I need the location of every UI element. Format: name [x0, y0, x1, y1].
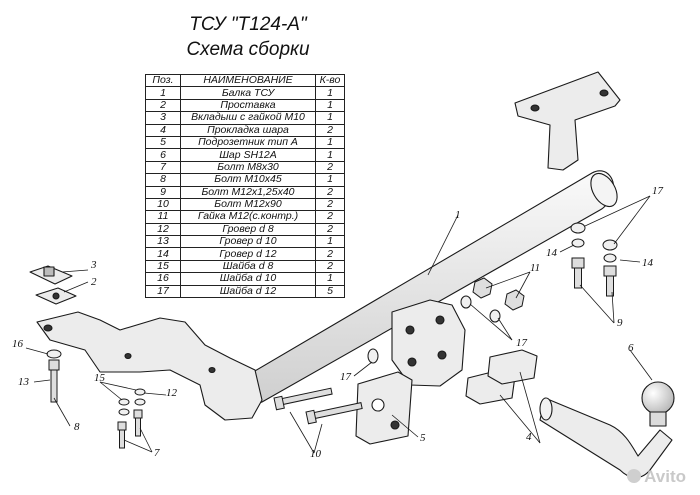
lock-washer-d12 — [603, 253, 617, 263]
row-qty: 2 — [315, 185, 345, 199]
lock-washer-d8 — [134, 388, 146, 396]
bolt-m12x1-25x40 — [571, 257, 585, 289]
row-name: Болт М12х1,25х40 — [180, 185, 316, 199]
callout-5: 5 — [420, 432, 426, 444]
bolt-m12x1-25x40 — [603, 265, 617, 297]
bracket-hole — [599, 89, 609, 97]
bolt-m12x90 — [305, 402, 363, 425]
row-name: Гровер d 8 — [180, 222, 316, 237]
socket-bracket — [355, 371, 413, 445]
lock-washer-d8 — [118, 398, 130, 406]
left-bracket — [36, 311, 263, 421]
row-qty: 2 — [315, 222, 345, 237]
bolt-m8x30 — [133, 409, 143, 437]
drawing-subtitle: Схема сборки — [186, 39, 310, 60]
callout-9: 9 — [617, 317, 623, 329]
callout-1: 1 — [455, 209, 461, 221]
avito-watermark: Avito — [627, 467, 686, 487]
washer-d12 — [489, 309, 501, 323]
bracket-hole — [530, 104, 540, 112]
nut-m12 — [504, 289, 525, 311]
bolt-m8x30 — [117, 421, 127, 449]
callout-17-middle: 17 — [516, 337, 528, 349]
bolt-m12x90 — [273, 387, 333, 411]
bracket-hole — [208, 366, 216, 374]
tow-ball-arm — [539, 397, 673, 479]
nut-m12 — [472, 277, 493, 299]
callout-4: 4 — [526, 431, 532, 443]
row-pos: 11 — [145, 210, 181, 224]
callout-17-right: 17 — [652, 185, 664, 197]
callout-17-left: 17 — [340, 371, 352, 383]
callout-6: 6 — [628, 342, 634, 354]
callout-11: 11 — [530, 262, 540, 274]
callout-13: 13 — [18, 376, 30, 388]
washer-d12 — [570, 222, 586, 234]
right-bracket — [514, 71, 621, 171]
drawing-title: ТСУ "Т124-А" — [189, 14, 307, 35]
callout-16: 16 — [12, 338, 24, 350]
row-qty: 1 — [315, 173, 345, 187]
washer-d12 — [602, 239, 618, 251]
callout-14-left: 14 — [546, 247, 558, 259]
row-qty: 1 — [315, 135, 345, 150]
callout-14-right: 14 — [642, 257, 654, 269]
washer-d12 — [460, 295, 472, 309]
watermark-text: Avito — [644, 467, 686, 486]
row-pos: 9 — [145, 185, 181, 199]
tube-end — [590, 172, 618, 208]
washer-d8 — [118, 408, 130, 416]
avito-logo-icon — [627, 469, 642, 483]
row-pos: 10 — [145, 197, 181, 212]
callout-8: 8 — [74, 421, 80, 433]
callout-3: 3 — [90, 259, 97, 271]
row-name: Гровер d 10 — [180, 235, 316, 249]
row-name: Прокладка шара — [180, 123, 316, 137]
washer-d10 — [46, 349, 62, 359]
row-qty: 2 — [315, 197, 345, 212]
washer-d8 — [134, 398, 146, 406]
row-qty: 2 — [315, 160, 345, 175]
tow-ball — [641, 381, 675, 415]
row-qty: 2 — [315, 210, 345, 224]
callout-2: 2 — [91, 276, 97, 288]
ball-mount-plate — [391, 299, 466, 387]
callout-10: 10 — [310, 448, 322, 460]
ball-spacer — [487, 349, 538, 385]
bolt-m10x45 — [48, 359, 60, 403]
bracket-hole — [43, 324, 53, 332]
callout-12: 12 — [166, 387, 178, 399]
bracket-hole — [124, 352, 132, 360]
row-qty: 2 — [315, 123, 345, 137]
row-name: Шайба d 12 — [180, 284, 316, 299]
callout-7: 7 — [154, 447, 160, 459]
row-qty: 1 — [315, 148, 345, 162]
washer-d12 — [367, 348, 379, 364]
row-qty: 5 — [315, 284, 345, 299]
callout-15: 15 — [94, 372, 106, 384]
lock-washer-d12 — [571, 238, 585, 248]
parts-table-header: Поз. НАИМЕНОВАНИЕ К-во — [145, 73, 345, 88]
row-qty: 1 — [315, 235, 345, 249]
